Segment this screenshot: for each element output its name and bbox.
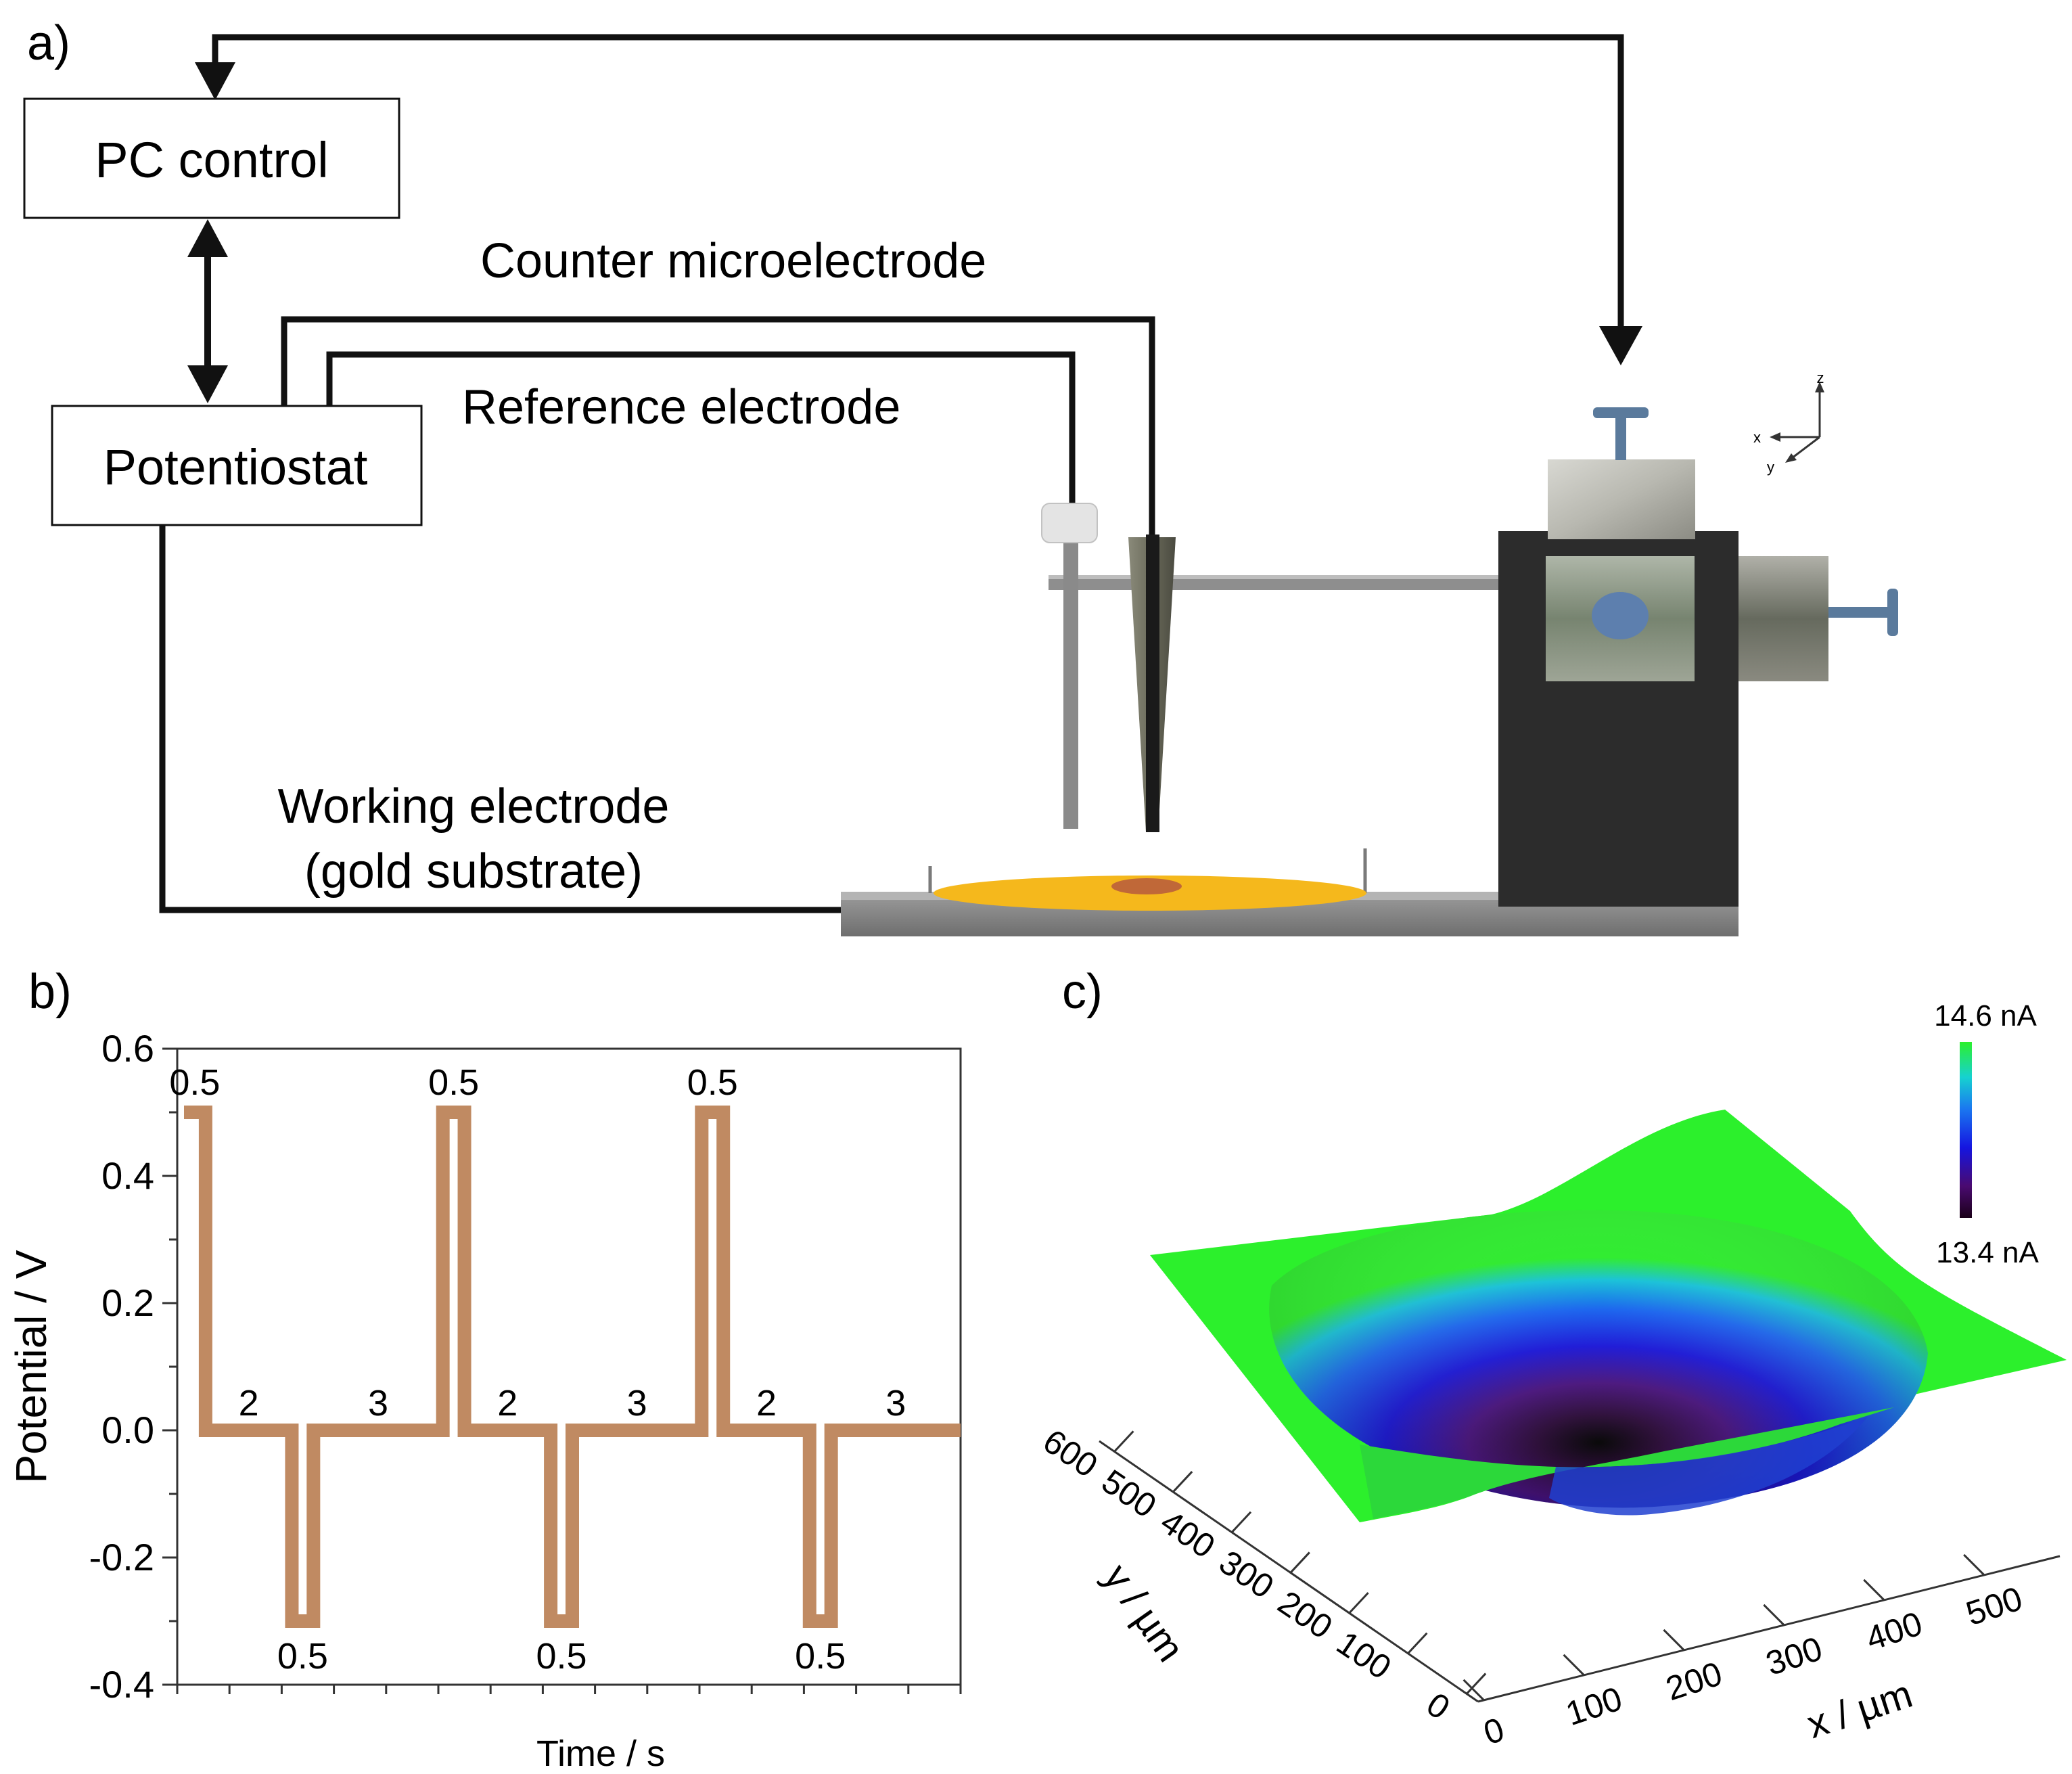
axis-x-label: x [1753,429,1761,446]
x-tick-3d [1963,1553,1985,1576]
working-label-line2: (gold substrate) [304,844,643,899]
y-tick-label: 0.2 [101,1281,154,1324]
step-duration-label: 0.5 [536,1636,587,1677]
y-tick-label-3d: 600 [1036,1422,1104,1484]
y-tick-label: 0.0 [101,1409,154,1451]
working-label-line1: Working electrode [278,779,670,834]
y-axis-label-3d: y / µm [1095,1556,1193,1670]
x-knob-shaft [1828,607,1889,618]
panel-c-label: c) [1062,965,1103,1019]
colorbar-min-label: 13.4 nA [1936,1236,2039,1269]
arrowhead-into-pc [195,62,235,100]
y-tick-label-3d: 100 [1330,1624,1398,1687]
step-duration-label: 0.5 [428,1062,479,1103]
panel-a-label: a) [27,16,70,70]
y-tick-label-3d: 200 [1271,1583,1339,1646]
x-tick-label-3d: 300 [1762,1629,1827,1683]
axis-y-label: y [1767,459,1774,476]
x-tick-label-3d: 200 [1661,1654,1727,1708]
colorbar [1960,1042,1972,1218]
step-duration-label: 3 [885,1383,906,1424]
step-duration-label: 2 [497,1383,517,1424]
reference-wire [326,351,1076,514]
potentiostat-label: Potentiostat [103,439,368,495]
step-labels: 0.5 2 0.5 3 0.5 2 0.5 3 0.5 2 0.5 3 [169,1062,906,1677]
y-axis-label: Potential / V [7,1250,55,1483]
positioner-top-block [1548,459,1695,539]
x-tick-3d [1763,1604,1785,1626]
y-tick-3d [1348,1592,1369,1614]
axis-indicator: z x y [1753,369,1824,476]
reference-electrode-rod [1063,528,1078,829]
x-axis-label: Time / s [536,1733,665,1774]
arrowhead-up [187,219,228,257]
step-duration-label: 0.5 [687,1062,738,1103]
potentiostat-box [51,405,423,526]
counter-label: Counter microelectrode [480,234,986,288]
y-tick-label-3d: 0 [1420,1685,1456,1727]
x-tick-3d [1663,1629,1685,1651]
y-tick-3d [1113,1430,1134,1453]
panel-a: a) PC control Potentiostat Counter micro… [23,16,1898,936]
x-tick-label-3d: 400 [1862,1604,1927,1658]
y-tick-label: -0.2 [89,1536,155,1578]
y-tick-label-3d: 300 [1212,1543,1280,1606]
step-duration-label: 0.5 [795,1636,846,1677]
x-tick-label-3d: 100 [1561,1679,1627,1733]
positioner-knob-face [1592,592,1649,639]
reference-electrode-cap [1041,503,1098,543]
pc-to-stage-wire [212,34,1624,338]
axis-z-label: z [1817,369,1824,386]
x-tick-3d [1863,1578,1885,1601]
y-tick-3d [1230,1511,1252,1533]
x-tick-3d [1563,1654,1585,1676]
y-tick-label-3d: 500 [1095,1462,1163,1525]
sample-spot [1111,878,1182,894]
step-duration-label: 0.5 [169,1062,220,1103]
panel-b-label: b) [28,965,72,1019]
surface-bowl-underside [1549,1417,1867,1516]
pc-control-label: PC control [95,132,328,188]
working-wire [159,525,842,913]
x-axis-label-3d: x / µm [1801,1672,1917,1747]
arrowhead-into-stage [1599,326,1642,365]
potential-step-line [184,1106,961,1628]
step-duration-label: 3 [368,1383,388,1424]
step-duration-label: 2 [756,1383,777,1424]
pc-control-box [23,97,400,219]
y-tick-3d [1172,1471,1193,1493]
x-axis-ticks [176,1685,962,1694]
x-tick-3d [1463,1679,1485,1701]
z-knob-shaft [1615,414,1626,460]
surface-front-edge [1360,1407,1894,1519]
step-duration-label: 3 [627,1383,647,1424]
x-tick-label-3d: 500 [1962,1579,2027,1633]
y-tick-label-3d: 400 [1154,1503,1222,1566]
arrowhead-down [187,365,228,403]
x-knob-handle [1887,589,1898,636]
y-tick-3d [1289,1551,1310,1574]
counter-microelectrode-core [1146,535,1159,832]
positioner-side-block [1739,556,1828,681]
y-tick-3d [1407,1632,1428,1654]
y-tick-label: 0.4 [101,1154,154,1197]
x-axis-ticks-3d: 0 100 200 300 400 500 [1463,1553,2027,1752]
y-tick-3d [1466,1673,1487,1695]
y-axis-ticks: 0.6 0.4 0.2 0.0 -0.2 -0.4 [89,1027,177,1706]
y-tick-label: 0.6 [101,1027,154,1070]
y-tick-label: -0.4 [89,1663,155,1706]
step-duration-label: 2 [239,1383,259,1424]
x-tick-label-3d: 0 [1479,1710,1509,1752]
reference-label: Reference electrode [462,380,900,434]
step-duration-label: 0.5 [277,1636,328,1677]
colorbar-max-label: 14.6 nA [1934,999,2037,1032]
support-arm-hl [1049,575,1502,579]
panel-b: b) 0.6 0.4 0.2 0.0 -0.2 -0.4 0.5 2 0.5 3 0.5 2 0.5 3… [7,965,962,1774]
z-knob-handle [1593,407,1649,418]
